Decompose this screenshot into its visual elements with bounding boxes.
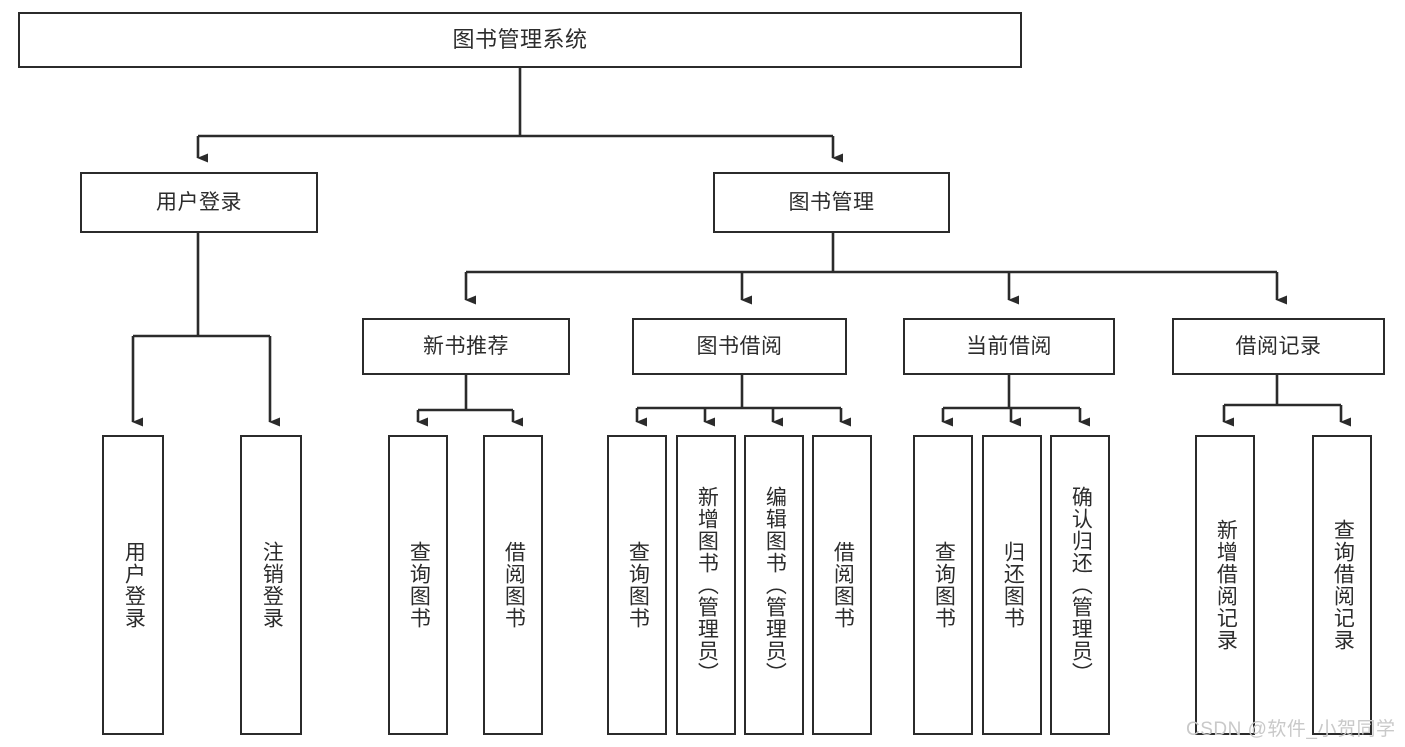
leaf-query-book-recommend[interactable]: 查询图书: [388, 435, 448, 735]
leaf-label: 查询借阅记录: [1331, 519, 1355, 651]
leaf-add-book-admin[interactable]: 新增图书（管理员）: [676, 435, 736, 735]
node-new-book-recommend[interactable]: 新书推荐: [362, 318, 570, 375]
leaf-logout[interactable]: 注销登录: [240, 435, 302, 735]
leaf-label: 注销登录: [260, 541, 284, 629]
leaf-label: 归还图书: [1001, 541, 1025, 629]
node-current-borrow[interactable]: 当前借阅: [903, 318, 1115, 375]
watermark: CSDN @软件_小贺同学: [1186, 719, 1396, 740]
node-label: 借阅记录: [1235, 334, 1322, 358]
node-label: 图书借阅: [696, 334, 783, 358]
leaf-edit-book-admin[interactable]: 编辑图书（管理员）: [744, 435, 804, 735]
leaf-return-book[interactable]: 归还图书: [982, 435, 1042, 735]
node-user-login[interactable]: 用户登录: [80, 172, 318, 233]
leaf-label: 编辑图书（管理员）: [763, 486, 787, 684]
node-label: 新书推荐: [423, 334, 509, 358]
leaf-label: 借阅图书: [831, 541, 855, 629]
leaf-query-borrow-record[interactable]: 查询借阅记录: [1312, 435, 1372, 735]
leaf-label: 用户登录: [122, 541, 146, 629]
node-book-borrow[interactable]: 图书借阅: [632, 318, 847, 375]
leaf-user-login[interactable]: 用户登录: [102, 435, 164, 735]
leaf-label: 确认归还（管理员）: [1069, 486, 1093, 684]
node-borrow-record[interactable]: 借阅记录: [1172, 318, 1385, 375]
leaf-label: 查询图书: [932, 541, 956, 629]
node-book-management[interactable]: 图书管理: [713, 172, 950, 233]
leaf-label: 查询图书: [626, 541, 650, 629]
leaf-confirm-return-admin[interactable]: 确认归还（管理员）: [1050, 435, 1110, 735]
leaf-query-book-current[interactable]: 查询图书: [913, 435, 973, 735]
leaf-label: 新增借阅记录: [1214, 519, 1238, 651]
leaf-borrow-book-recommend[interactable]: 借阅图书: [483, 435, 543, 735]
leaf-add-borrow-record[interactable]: 新增借阅记录: [1195, 435, 1255, 735]
leaf-label: 新增图书（管理员）: [695, 486, 719, 684]
leaf-label: 借阅图书: [502, 541, 526, 629]
leaf-query-book-borrow[interactable]: 查询图书: [607, 435, 667, 735]
leaf-borrow-book[interactable]: 借阅图书: [812, 435, 872, 735]
node-label: 图书管理: [788, 190, 875, 214]
node-label: 当前借阅: [966, 334, 1052, 358]
node-root-system[interactable]: 图书管理系统: [18, 12, 1022, 68]
node-label: 用户登录: [156, 190, 242, 214]
leaf-label: 查询图书: [407, 541, 431, 629]
node-label: 图书管理系统: [452, 26, 588, 52]
